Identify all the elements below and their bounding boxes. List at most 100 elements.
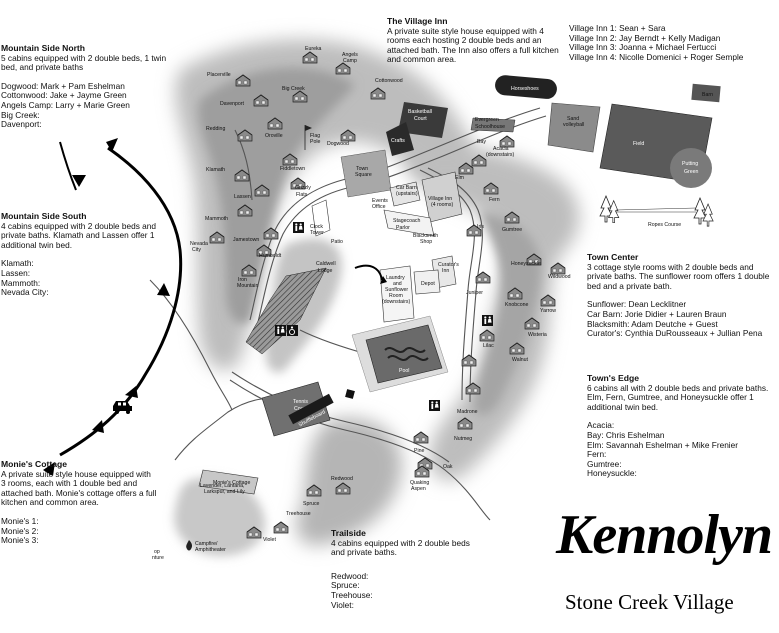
monies-cottage-building <box>198 469 259 495</box>
campfire-icon <box>186 540 193 551</box>
svg-text:(upstairs): (upstairs) <box>396 191 418 197</box>
svg-text:Basketball: Basketball <box>408 109 432 115</box>
assignment-row: Davenport: <box>1 119 42 130</box>
svg-text:Walnut: Walnut <box>512 357 529 363</box>
section-description: 6 cabins all with 2 double beds and priv… <box>587 382 769 412</box>
monies-cottage-section: Monie's Cottage A private suite style ho… <box>1 459 157 546</box>
svg-text:Room: Room <box>389 293 403 299</box>
assignment-row: Honeysuckle: <box>587 468 637 479</box>
assignment-row: Acacia: <box>587 420 615 431</box>
svg-text:Fern: Fern <box>489 197 500 203</box>
section-title: Mountain Side North <box>1 43 86 53</box>
mountain-side-south-section: Mountain Side South 4 cabins equipped wi… <box>1 211 169 298</box>
pool <box>365 324 443 384</box>
section-title: Trailside <box>331 528 366 538</box>
assignment-row: Violet: <box>331 599 354 610</box>
svg-text:Violet: Violet <box>263 537 276 543</box>
shuffleboard-court <box>288 393 334 425</box>
assignment-row: Treehouse: <box>331 589 373 600</box>
village-inn-building <box>421 171 463 223</box>
assignment-row: Dogwood: Mark + Pam Eshelman <box>1 80 125 91</box>
svg-text:(downstairs): (downstairs) <box>486 152 515 158</box>
svg-text:Blacksmith: Blacksmith <box>413 233 438 239</box>
assignment-row: Redwood: <box>331 570 369 581</box>
svg-text:Madrone: Madrone <box>457 409 478 415</box>
svg-text:Honeysuckle: Honeysuckle <box>511 261 541 267</box>
putting-green <box>670 148 712 188</box>
facilities: Horseshoes Barn Sand volleyball Field Pu… <box>152 75 721 561</box>
svg-text:Schoolhouse: Schoolhouse <box>475 124 505 130</box>
pool-building <box>345 389 355 399</box>
assignment-row: Gumtree: <box>587 458 622 469</box>
svg-text:volleyball: volleyball <box>563 122 584 128</box>
svg-text:Nutmeg: Nutmeg <box>454 436 472 442</box>
towns-edge-section: Town's Edge 6 cabins all with 2 double b… <box>587 373 779 479</box>
svg-text:op: op <box>154 549 160 555</box>
svg-text:and: and <box>393 281 402 287</box>
assignment-row: Sunflower: Dean Lecklitner <box>587 299 687 310</box>
assignment-row: Blacksmith: Adam Deutche + Guest <box>587 318 718 329</box>
entrance-road <box>43 138 183 476</box>
cabin-pine <box>413 431 429 444</box>
svg-text:Cottonwood: Cottonwood <box>375 78 403 84</box>
svg-text:Juniper: Juniper <box>466 290 483 296</box>
svg-text:Crafts: Crafts <box>391 138 405 144</box>
svg-text:Wisteria: Wisteria <box>528 332 547 338</box>
svg-text:City: City <box>192 247 201 253</box>
assignment-row: Car Barn: Jorie Didier + Lauren Braun <box>587 308 727 319</box>
svg-text:Parlor: Parlor <box>396 225 410 231</box>
svg-text:Caldwell: Caldwell <box>316 261 336 267</box>
svg-text:Treehouse: Treehouse <box>286 511 311 517</box>
svg-text:Lassen: Lassen <box>234 194 251 200</box>
svg-text:Putting: Putting <box>682 161 698 167</box>
parking-car-icon <box>113 401 132 414</box>
svg-text:Sand: Sand <box>567 116 579 122</box>
svg-text:Redwood: Redwood <box>331 476 353 482</box>
assignment-row: Village Inn 2: Jay Berndt + Kelly Madiga… <box>569 32 721 43</box>
svg-text:Lilac: Lilac <box>483 343 494 349</box>
assignment-row: Monie's 1: <box>1 515 39 526</box>
svg-text:Sunflower: Sunflower <box>385 287 408 293</box>
svg-text:Office: Office <box>372 204 386 210</box>
svg-text:Angels: Angels <box>342 52 358 58</box>
assignment-row: Curator's: Cynthia DuRousseaux + Jullian… <box>587 328 763 339</box>
accessible-icon <box>287 325 298 336</box>
svg-text:Town: Town <box>356 166 368 172</box>
kennolyn-logo: Kennolyn <box>556 504 773 566</box>
svg-text:Spruce: Spruce <box>303 501 320 507</box>
assignment-row: Bay: Chris Eshelman <box>587 429 665 440</box>
cabin-madrone-upper <box>461 354 477 367</box>
svg-text:Iris: Iris <box>477 224 484 230</box>
town-center-section: Town Center 3 cottage style rooms with 2… <box>587 252 779 339</box>
stagecoach-parlor <box>383 209 435 237</box>
assignment-row: Nevada City: <box>1 287 49 298</box>
section-description: A private suite style house equipped wit… <box>1 468 157 508</box>
mountain-side-north-section: Mountain Side North 5 cabins equipped wi… <box>1 43 179 130</box>
svg-text:Fiddletown: Fiddletown <box>280 166 305 172</box>
svg-text:Amphitheater: Amphitheater <box>195 547 226 553</box>
assignment-row: Mammoth: <box>1 277 41 288</box>
evergreen-schoolhouse <box>470 117 516 133</box>
village-inn-section: The Village Inn A private suite style ho… <box>387 16 562 65</box>
cabin-treehouse <box>273 521 289 534</box>
assignment-row: Angels Camp: Larry + Marie Green <box>1 99 130 110</box>
svg-text:Elm: Elm <box>455 175 464 181</box>
laundry-sunflower <box>379 265 415 323</box>
assignment-row: Fern: <box>587 449 607 460</box>
assignment-row: Big Creek: <box>1 109 40 120</box>
section-title: Mountain Side South <box>1 211 87 221</box>
crafts-building <box>386 122 414 156</box>
svg-text:Stagecoach: Stagecoach <box>393 218 421 224</box>
svg-text:Placerville: Placerville <box>207 72 231 78</box>
svg-text:Camp: Camp <box>343 58 357 64</box>
car-barn <box>389 181 421 207</box>
svg-text:Big Creek: Big Creek <box>282 86 305 92</box>
svg-text:Campfire/: Campfire/ <box>195 541 218 547</box>
svg-text:Quaking: Quaking <box>410 480 429 486</box>
assignment-row: Lassen: <box>1 267 31 278</box>
svg-text:Curator's: Curator's <box>438 262 459 268</box>
section-description: 4 cabins equipped with 2 double beds and… <box>1 220 156 250</box>
clock-tower <box>311 199 331 237</box>
section-title: Monie's Cottage <box>1 459 68 469</box>
